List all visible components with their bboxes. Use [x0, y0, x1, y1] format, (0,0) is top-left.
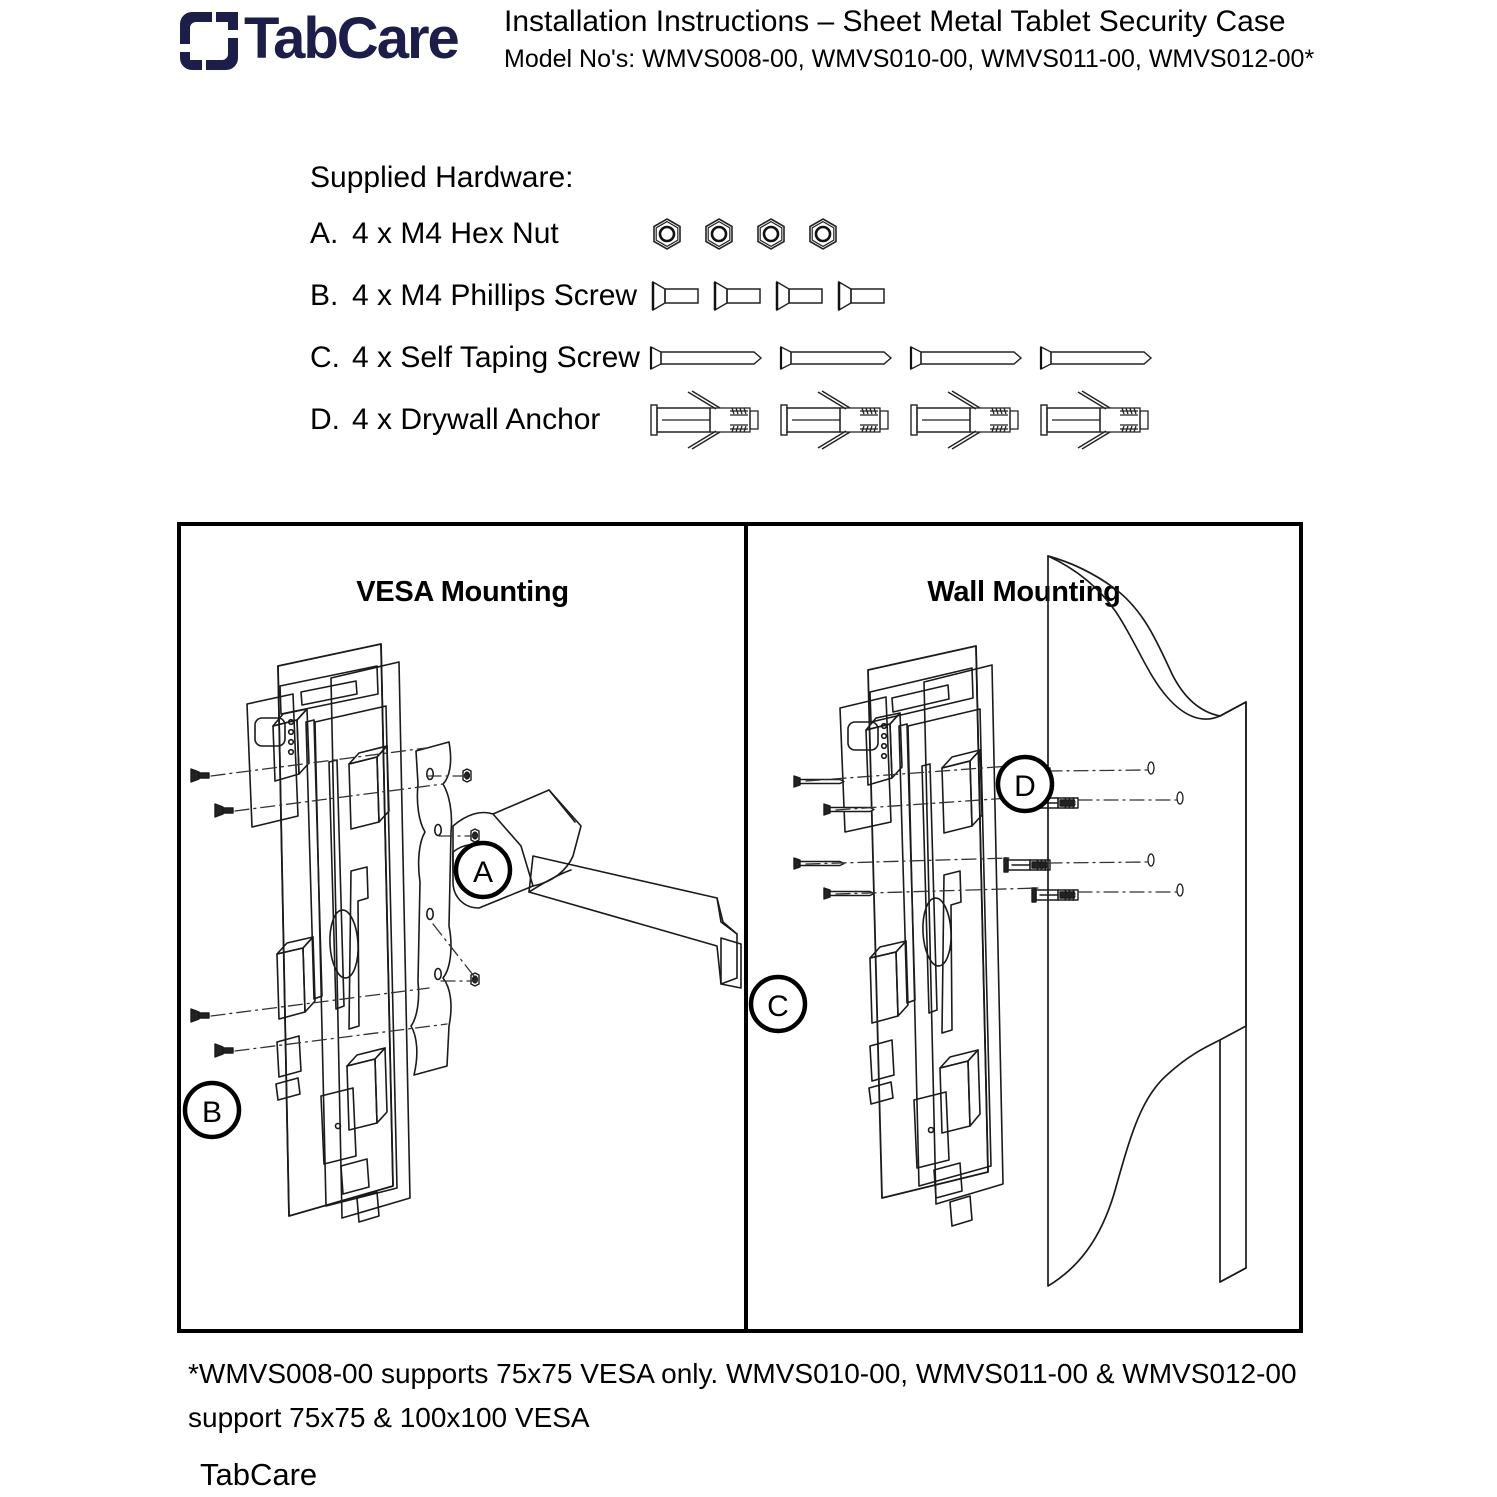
- hardware-label-a: A. 4 x M4 Hex Nut: [310, 212, 559, 256]
- hardware-text-c: 4 x Self Taping Screw: [352, 341, 640, 374]
- callout-a: A: [453, 840, 513, 900]
- drywall-anchor-icon: [910, 390, 1019, 450]
- footer-brand: TabCare: [200, 1457, 318, 1492]
- drywall-anchor-icon: [650, 390, 759, 450]
- hardware-letter-a: A.: [310, 217, 339, 250]
- hardware-letter-c: C.: [310, 341, 340, 374]
- self-tapping-screw-icon: [779, 345, 893, 371]
- hardware-row-b: B. 4 x M4 Phillips Screw: [310, 274, 1210, 336]
- hardware-text-d: 4 x Drywall Anchor: [352, 403, 601, 436]
- drywall-anchor-icon: [780, 390, 889, 450]
- hardware-label-c: C. 4 x Self Taping Screw: [310, 336, 640, 380]
- panel-divider: [744, 526, 748, 1329]
- tabcare-bracket-logo-icon: [180, 12, 238, 70]
- vesa-mounting-title: VESA Mounting: [356, 576, 569, 608]
- hardware-icons-c: [648, 336, 1168, 380]
- callout-c-label: C: [767, 990, 789, 1023]
- vesa-mounting-panel: VESA Mounting: [181, 526, 744, 1329]
- footnote-line-1: *WMVS008-00 supports 75x75 VESA only. WM…: [188, 1358, 1297, 1389]
- hardware-label-b: B. 4 x M4 Phillips Screw: [310, 274, 637, 318]
- document-title: Installation Instructions – Sheet Metal …: [504, 5, 1286, 38]
- title-block: Installation Instructions – Sheet Metal …: [504, 2, 1354, 76]
- supplied-hardware-section: Supplied Hardware: A. 4 x M4 Hex Nut: [310, 158, 1210, 460]
- self-tapping-screw-icon: [649, 345, 763, 371]
- brand-logo-wordmark: TabCare: [244, 6, 460, 71]
- hex-nut-icon: [653, 218, 681, 250]
- self-tapping-screw-icon: [909, 345, 1023, 371]
- document-header: TabCare Installation Instructions – Shee…: [176, 2, 1356, 84]
- drywall-anchor-icon: [1040, 390, 1149, 450]
- hardware-icons-d: [648, 390, 1168, 450]
- phillips-screw-icon: [713, 280, 761, 312]
- hardware-label-d: D. 4 x Drywall Anchor: [310, 398, 600, 442]
- wall-mounting-illustration: D C: [748, 555, 1247, 1287]
- vesa-mounting-illustration: A B: [182, 643, 742, 1223]
- callout-b: B: [182, 1080, 242, 1140]
- hex-nut-icon: [757, 218, 785, 250]
- hardware-icons-a: [650, 212, 858, 256]
- callout-c: C: [748, 974, 808, 1034]
- hardware-letter-d: D.: [310, 403, 340, 436]
- wall-mounting-panel: Wall Mounting: [748, 526, 1300, 1329]
- model-numbers: Model No's: WMVS008-00, WMVS010-00, WMVS…: [504, 45, 1315, 73]
- phillips-screw-icon: [837, 280, 885, 312]
- phillips-screw-icon: [651, 280, 699, 312]
- self-tapping-screw-icon: [1039, 345, 1153, 371]
- hardware-row-c: C. 4 x Self Taping Screw: [310, 336, 1210, 398]
- hardware-row-a: A. 4 x M4 Hex Nut: [310, 212, 1210, 274]
- callout-b-label: B: [202, 1096, 222, 1129]
- mounting-diagram-box: VESA Mounting: [177, 522, 1303, 1333]
- hardware-text-a: 4 x M4 Hex Nut: [352, 217, 559, 250]
- hardware-row-d: D. 4 x Drywall Anchor: [310, 390, 1210, 460]
- brand-logo: TabCare: [176, 4, 488, 76]
- hardware-letter-b: B.: [310, 279, 339, 312]
- callout-d: D: [995, 754, 1055, 814]
- footnote-line-2: support 75x75 & 100x100 VESA: [188, 1402, 590, 1433]
- hardware-icons-b: [650, 274, 898, 318]
- hex-nut-icon: [809, 218, 837, 250]
- supplied-hardware-heading: Supplied Hardware:: [310, 161, 574, 194]
- callout-d-label: D: [1014, 770, 1036, 803]
- vesa-support-footnote: *WMVS008-00 supports 75x75 VESA only. WM…: [188, 1352, 1318, 1440]
- hex-nut-icon: [705, 218, 733, 250]
- phillips-screw-icon: [775, 280, 823, 312]
- hardware-text-b: 4 x M4 Phillips Screw: [352, 279, 638, 312]
- callout-a-label: A: [473, 856, 493, 889]
